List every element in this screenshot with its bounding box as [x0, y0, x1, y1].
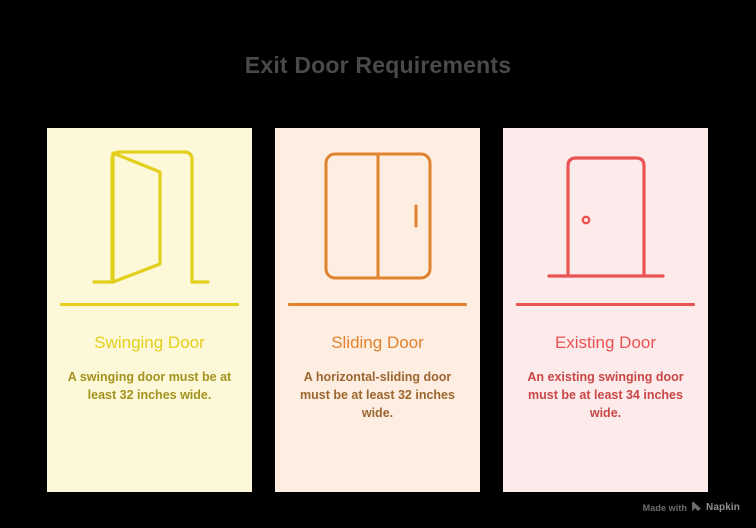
card-body-text: An existing swinging door must be at lea… [527, 370, 684, 420]
napkin-watermark[interactable]: Made with Napkin [643, 501, 740, 514]
napkin-logo-icon [691, 501, 702, 514]
card-divider [60, 303, 239, 306]
card-heading: Sliding Door [331, 333, 424, 352]
page-title: Exit Door Requirements [244, 52, 512, 78]
watermark-prefix: Made with [642, 502, 688, 513]
card-body-text: A horizontal-sliding door must be at lea… [300, 370, 455, 420]
card-heading: Swinging Door [94, 333, 205, 352]
card-existing-door[interactable]: Existing Door An existing swinging door … [503, 128, 708, 492]
card-swinging-door[interactable]: Swinging Door A swinging door must be at… [47, 128, 252, 492]
card-heading: Existing Door [554, 333, 657, 352]
card-divider [516, 303, 695, 306]
card-body-text: A swinging door must be at least 32 inch… [67, 370, 232, 402]
open-swinging-door-icon [47, 128, 252, 303]
door-requirement-cards: Swinging Door A swinging door must be at… [47, 128, 708, 492]
card-divider [288, 303, 467, 306]
sliding-door-icon [275, 128, 480, 303]
watermark-brand: Napkin [706, 502, 740, 513]
closed-door-icon [503, 128, 708, 303]
card-sliding-door[interactable]: Sliding Door A horizontal-sliding door m… [275, 128, 480, 492]
